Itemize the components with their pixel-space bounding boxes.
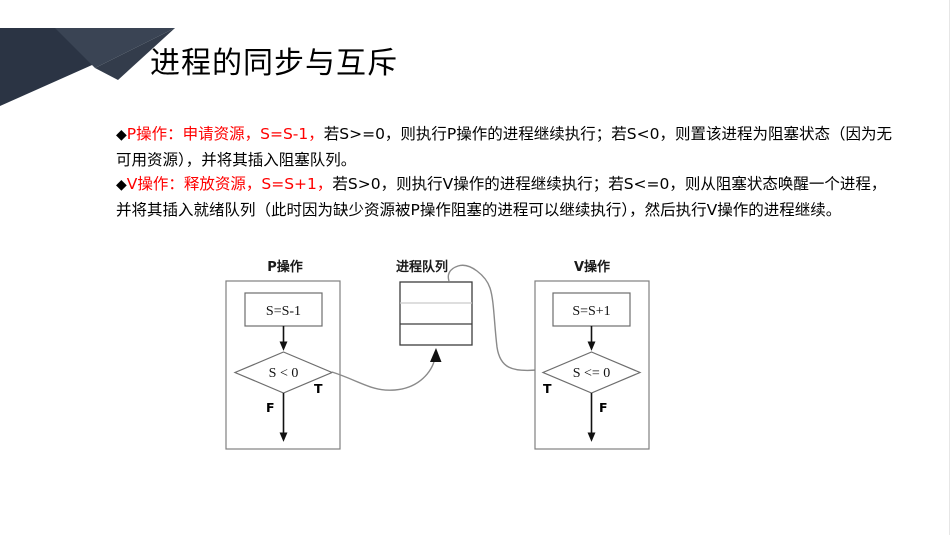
p-operation-label: P操作 bbox=[267, 259, 303, 275]
v-operation-container bbox=[534, 280, 650, 450]
p-operation-highlight: P操作：申请资源，S=S-1， bbox=[126, 125, 324, 143]
bullet-diamond-icon-2: ◆ bbox=[116, 177, 127, 193]
p-assign-box bbox=[244, 292, 323, 327]
corner-triangle-dark bbox=[0, 28, 175, 106]
v-condition-text: S <= 0 bbox=[573, 366, 611, 381]
v-true-label: T bbox=[543, 381, 552, 396]
p-operation-text: 若S>=0，则执行P操作的进程继续执行；若S<0，则置该进程为阻塞状态（因为无可… bbox=[116, 125, 892, 169]
queue-to-v-connector bbox=[447, 264, 538, 372]
paragraph-v-operation: ◆V操作：释放资源，S=S+1，若S>0，则执行V操作的进程继续执行；若S<=0… bbox=[116, 172, 896, 222]
p-condition-text: S < 0 bbox=[269, 366, 299, 381]
process-queue-box bbox=[399, 281, 473, 346]
p-to-queue-connector bbox=[331, 357, 436, 391]
page-title: 进程的同步与互斥 bbox=[150, 46, 398, 81]
p-condition-diamond bbox=[233, 351, 334, 394]
v-condition-diamond bbox=[541, 351, 642, 394]
p-assign-text: S=S-1 bbox=[266, 304, 301, 319]
v-operation-text: 若S>0，则执行V操作的进程继续执行；若S<=0，则从阻塞状态唤醒一个进程，并将… bbox=[116, 175, 887, 219]
p-true-label: T bbox=[314, 381, 323, 396]
v-false-label: F bbox=[599, 400, 608, 415]
p-operation-container bbox=[225, 280, 341, 450]
v-assign-box bbox=[552, 292, 631, 327]
v-operation-label: V操作 bbox=[574, 259, 610, 275]
v-assign-text: S=S+1 bbox=[572, 304, 610, 319]
p-false-label: F bbox=[266, 400, 275, 415]
v-operation-highlight: V操作：释放资源，S=S+1， bbox=[126, 175, 333, 193]
body-text-block: ◆P操作：申请资源，S=S-1，若S>=0，则执行P操作的进程继续执行；若S<0… bbox=[116, 122, 896, 222]
bullet-diamond-icon: ◆ bbox=[116, 127, 127, 143]
p-to-queue-arrowhead bbox=[430, 348, 442, 362]
queue-label: 进程队列 bbox=[396, 259, 448, 275]
paragraph-p-operation: ◆P操作：申请资源，S=S-1，若S>=0，则执行P操作的进程继续执行；若S<0… bbox=[116, 122, 896, 172]
